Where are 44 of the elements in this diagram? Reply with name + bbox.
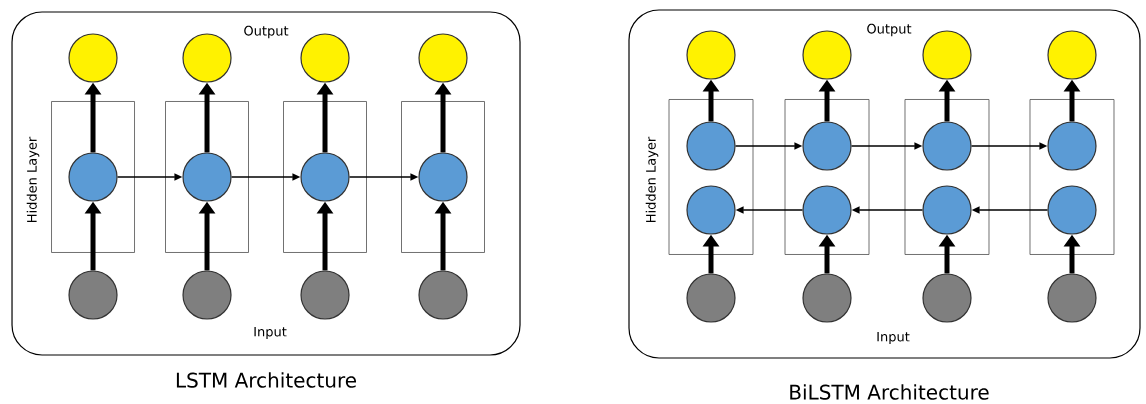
caption: LSTM Architecture: [176, 372, 356, 388]
output-circle: [686, 30, 736, 80]
caption: BiLSTM Architecture: [790, 384, 989, 400]
hidden-circle: [686, 121, 736, 171]
hidden-circle: [1047, 121, 1097, 171]
hidden-circle: [922, 121, 972, 171]
layer-label: Hidden Layer: [645, 136, 659, 222]
input-circle: [300, 270, 350, 320]
hidden-circle: [418, 152, 468, 202]
output-circle: [182, 33, 232, 83]
hidden-circle: [300, 152, 350, 202]
hidden-circle: [922, 185, 972, 235]
layer-label: Output: [867, 23, 912, 37]
hidden-circle: [686, 185, 736, 235]
input-circle: [182, 270, 232, 320]
output-circle: [68, 33, 118, 83]
cell-box: [283, 101, 367, 253]
cell-box: [904, 99, 990, 255]
output-circle: [802, 30, 852, 80]
input-circle: [802, 273, 852, 323]
cell-box: [401, 101, 485, 253]
input-circle: [1047, 273, 1097, 323]
input-circle: [686, 273, 736, 323]
cell-box: [668, 99, 754, 255]
cell-box: [784, 99, 870, 255]
layer-label: Input: [877, 331, 910, 345]
output-circle: [418, 33, 468, 83]
input-circle: [418, 270, 468, 320]
input-circle: [922, 273, 972, 323]
hidden-circle: [802, 185, 852, 235]
input-circle: [68, 270, 118, 320]
cell-box: [165, 101, 249, 253]
output-circle: [300, 33, 350, 83]
layer-label: Input: [254, 326, 287, 340]
layer-label: Output: [244, 25, 289, 39]
output-circle: [1047, 30, 1097, 80]
hidden-circle: [182, 152, 232, 202]
output-circle: [922, 30, 972, 80]
cell-box: [1029, 99, 1115, 255]
hidden-circle: [1047, 185, 1097, 235]
hidden-circle: [68, 152, 118, 202]
layer-label: Hidden Layer: [26, 136, 40, 222]
cell-box: [51, 101, 135, 253]
hidden-circle: [802, 121, 852, 171]
